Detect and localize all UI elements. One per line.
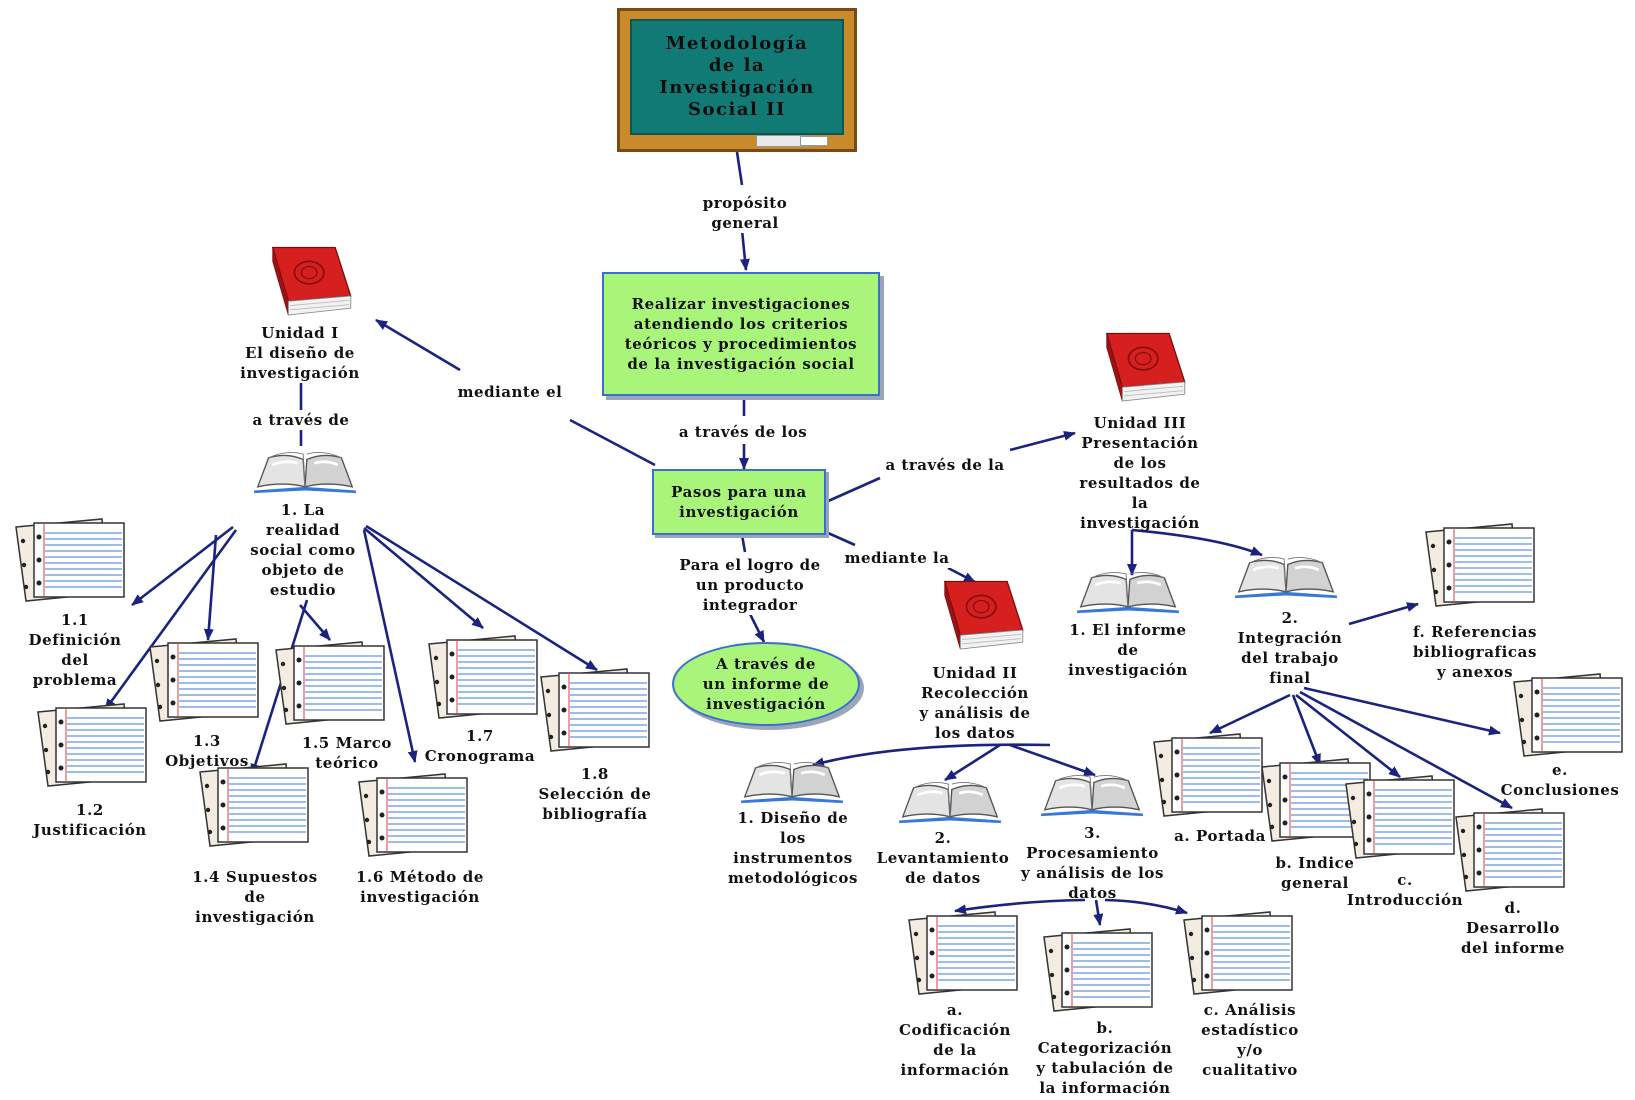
notebook-pages-icon [275,641,385,725]
open-book-icon [1233,555,1339,600]
red-book-icon [1105,332,1186,403]
unit3-part-c: c. Introducción [1346,871,1464,909]
notebook-pages-icon [540,668,650,752]
unit3-part-f: f. Referencias bibliograficas y anexos [1412,623,1538,681]
chalk-piece [800,136,828,146]
unit1-item-1-4: 1.4 Supuestos de investigación [192,868,318,926]
notebook-pages-icon [199,763,309,847]
objective-node: Realizar investigaciones atendiendo los … [602,272,880,396]
unit1-topic: 1. La realidad social como objeto de est… [250,501,356,599]
unit1-item-1-6: 1.6 Método de investigación [356,868,484,906]
unit3-title: Unidad III Presentación de los resultado… [1079,414,1201,532]
notebook-pages-icon [15,518,125,602]
open-book-icon [897,780,1003,825]
unit2-step-2: 2. Levantamiento de datos [876,829,1010,887]
unit3-part-e: e. Conclusiones [1500,761,1620,799]
open-book-icon [1039,773,1145,818]
open-book-icon [739,760,845,805]
notebook-pages-icon [1043,928,1153,1012]
link-mediante-la: mediante la [842,548,952,568]
link-a-traves-de-los: a través de los [668,422,818,442]
notebook-pages-icon [358,773,468,857]
unit3-step-2: 2. Integración del trabajo final [1237,609,1343,687]
red-book-icon [943,580,1024,651]
notebook-pages-icon [428,635,538,719]
chalkboard-icon: Metodología de la Investigación Social I… [617,8,857,152]
notebook-pages-icon [37,703,147,787]
unit1-item-1-7: 1.7 Cronograma [424,727,536,765]
unit2-step-1: 1. Diseño de los instrumentos metodológi… [727,809,859,887]
unit3-part-b: b. Indice general [1275,854,1355,892]
notebook-pages-icon [1183,911,1293,995]
unit2-title: Unidad II Recolección y análisis de los … [919,664,1031,742]
notebook-pages-icon [1513,673,1623,757]
open-book-icon [252,450,358,495]
root-node: Metodología de la Investigación Social I… [630,19,844,135]
link-a-traves-de: a través de [236,410,366,430]
root-title: Metodología de la Investigación Social I… [659,33,815,120]
unit1-item-1-1: 1.1 Definición del problema [28,611,122,689]
link-mediante-el: mediante el [445,382,575,402]
unit2-step-3: 3. Procesamiento y análisis de los datos [1020,824,1165,902]
steps-node: Pasos para una investigación [652,469,826,535]
objective-text: Realizar investigaciones atendiendo los … [624,295,858,373]
notebook-pages-icon [1153,733,1263,817]
notebook-pages-icon [908,911,1018,995]
unit3-step-1: 1. El informe de investigación [1068,621,1188,679]
unit1-item-1-5: 1.5 Marco teórico [301,734,393,772]
report-text: A través de un informe de investigación [702,655,830,713]
unit2-sub-a: a. Codificación de la información [898,1001,1012,1079]
red-book-icon [271,246,352,317]
notebook-pages-icon [1345,775,1455,859]
unit3-part-a: a. Portada [1174,827,1266,845]
link-proposito: propósito general [690,193,800,233]
unit3-part-d: d. Desarrollo del informe [1461,899,1565,957]
open-book-icon [1075,570,1181,615]
steps-text: Pasos para una investigación [671,483,807,521]
link-a-traves-de-la: a través de la [880,455,1010,475]
notebook-pages-icon [1425,523,1535,607]
unit1-item-1-2: 1.2 Justificación [33,801,147,839]
unit1-title: Unidad I El diseño de investigación [240,324,360,382]
unit2-sub-b: b. Categorización y tabulación de la inf… [1036,1019,1174,1097]
unit2-sub-c: c. Análisis estadístico y/o cualitativo [1201,1001,1299,1079]
report-node: A través de un informe de investigación [672,642,860,726]
link-logro: Para el logro de un producto integrador [670,555,830,615]
notebook-pages-icon [149,638,259,722]
unit1-item-1-3: 1.3 Objetivos [165,732,249,770]
unit1-item-1-8: 1.8 Selección de bibliografía [538,765,652,823]
